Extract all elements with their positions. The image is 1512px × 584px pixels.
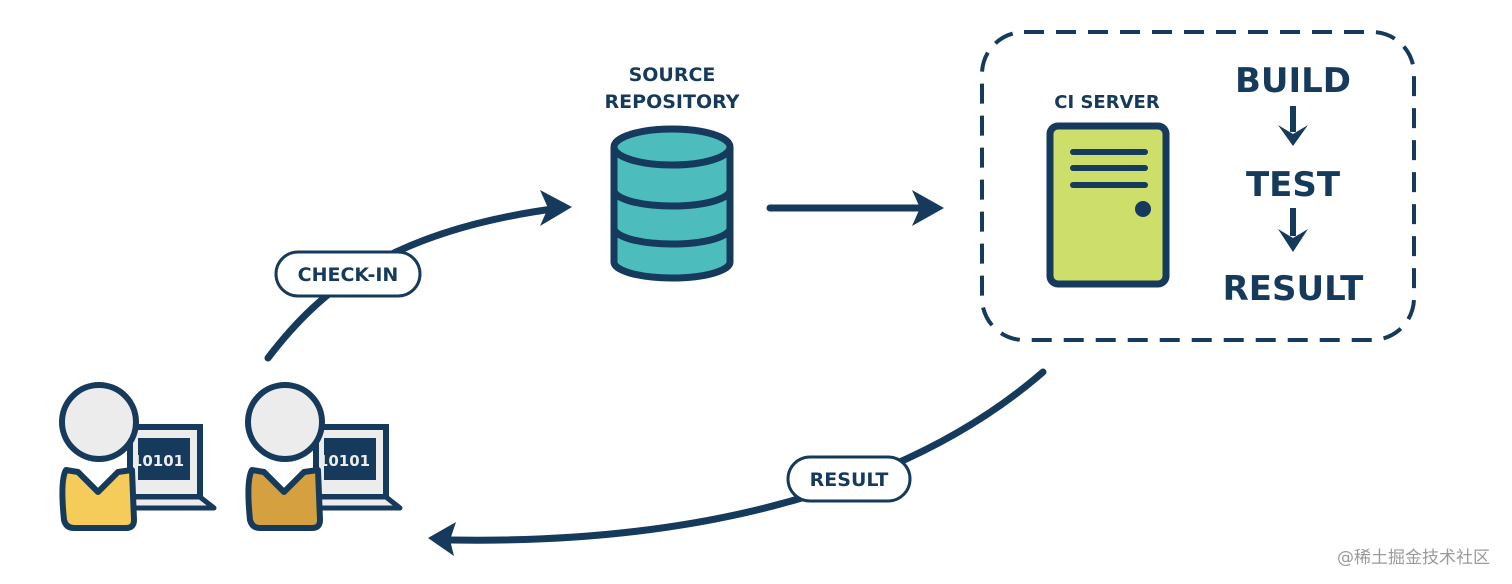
laptop-icon: 10101 [125,424,217,511]
arrow-down-icon [1278,208,1308,252]
arrowhead-icon [428,522,456,556]
ci-server: CI SERVER [1046,92,1170,288]
person-icon [59,382,139,531]
ci-boundary-box [980,30,1416,342]
pipeline-step-build: BUILD [1235,61,1351,101]
checkin-label-badge: CHECK-IN [274,250,422,298]
repo-to-ci-arrow [766,190,944,226]
laptop-screen-text: 10101 [132,452,184,470]
server-icon [1046,122,1170,288]
pipeline: BUILD TEST RESULT [1223,61,1365,309]
pipeline-step-test: TEST [1246,165,1341,205]
result-label-badge: RESULT [786,455,912,503]
database-icon [610,125,734,282]
arrow-down-icon [1278,106,1308,146]
person-icon [245,382,325,531]
ci-server-label: CI SERVER [1054,92,1160,113]
result-arrow [428,368,1047,556]
repo-label-line1: SOURCE [629,64,716,86]
repo-label-line2: REPOSITORY [605,91,740,113]
developer-1: 10101 [59,382,217,531]
developer-2: 10101 [245,382,403,531]
watermark: @稀土掘金技术社区 [1337,548,1490,568]
pipeline-step-result: RESULT [1223,269,1365,309]
laptop-icon: 10101 [311,424,403,511]
arrowhead-icon [912,190,944,226]
checkin-label: CHECK-IN [298,264,399,286]
result-label: RESULT [810,469,889,491]
arrowhead-icon [540,190,572,226]
source-repository: SOURCE REPOSITORY [605,64,740,282]
laptop-screen-text: 10101 [318,452,370,470]
